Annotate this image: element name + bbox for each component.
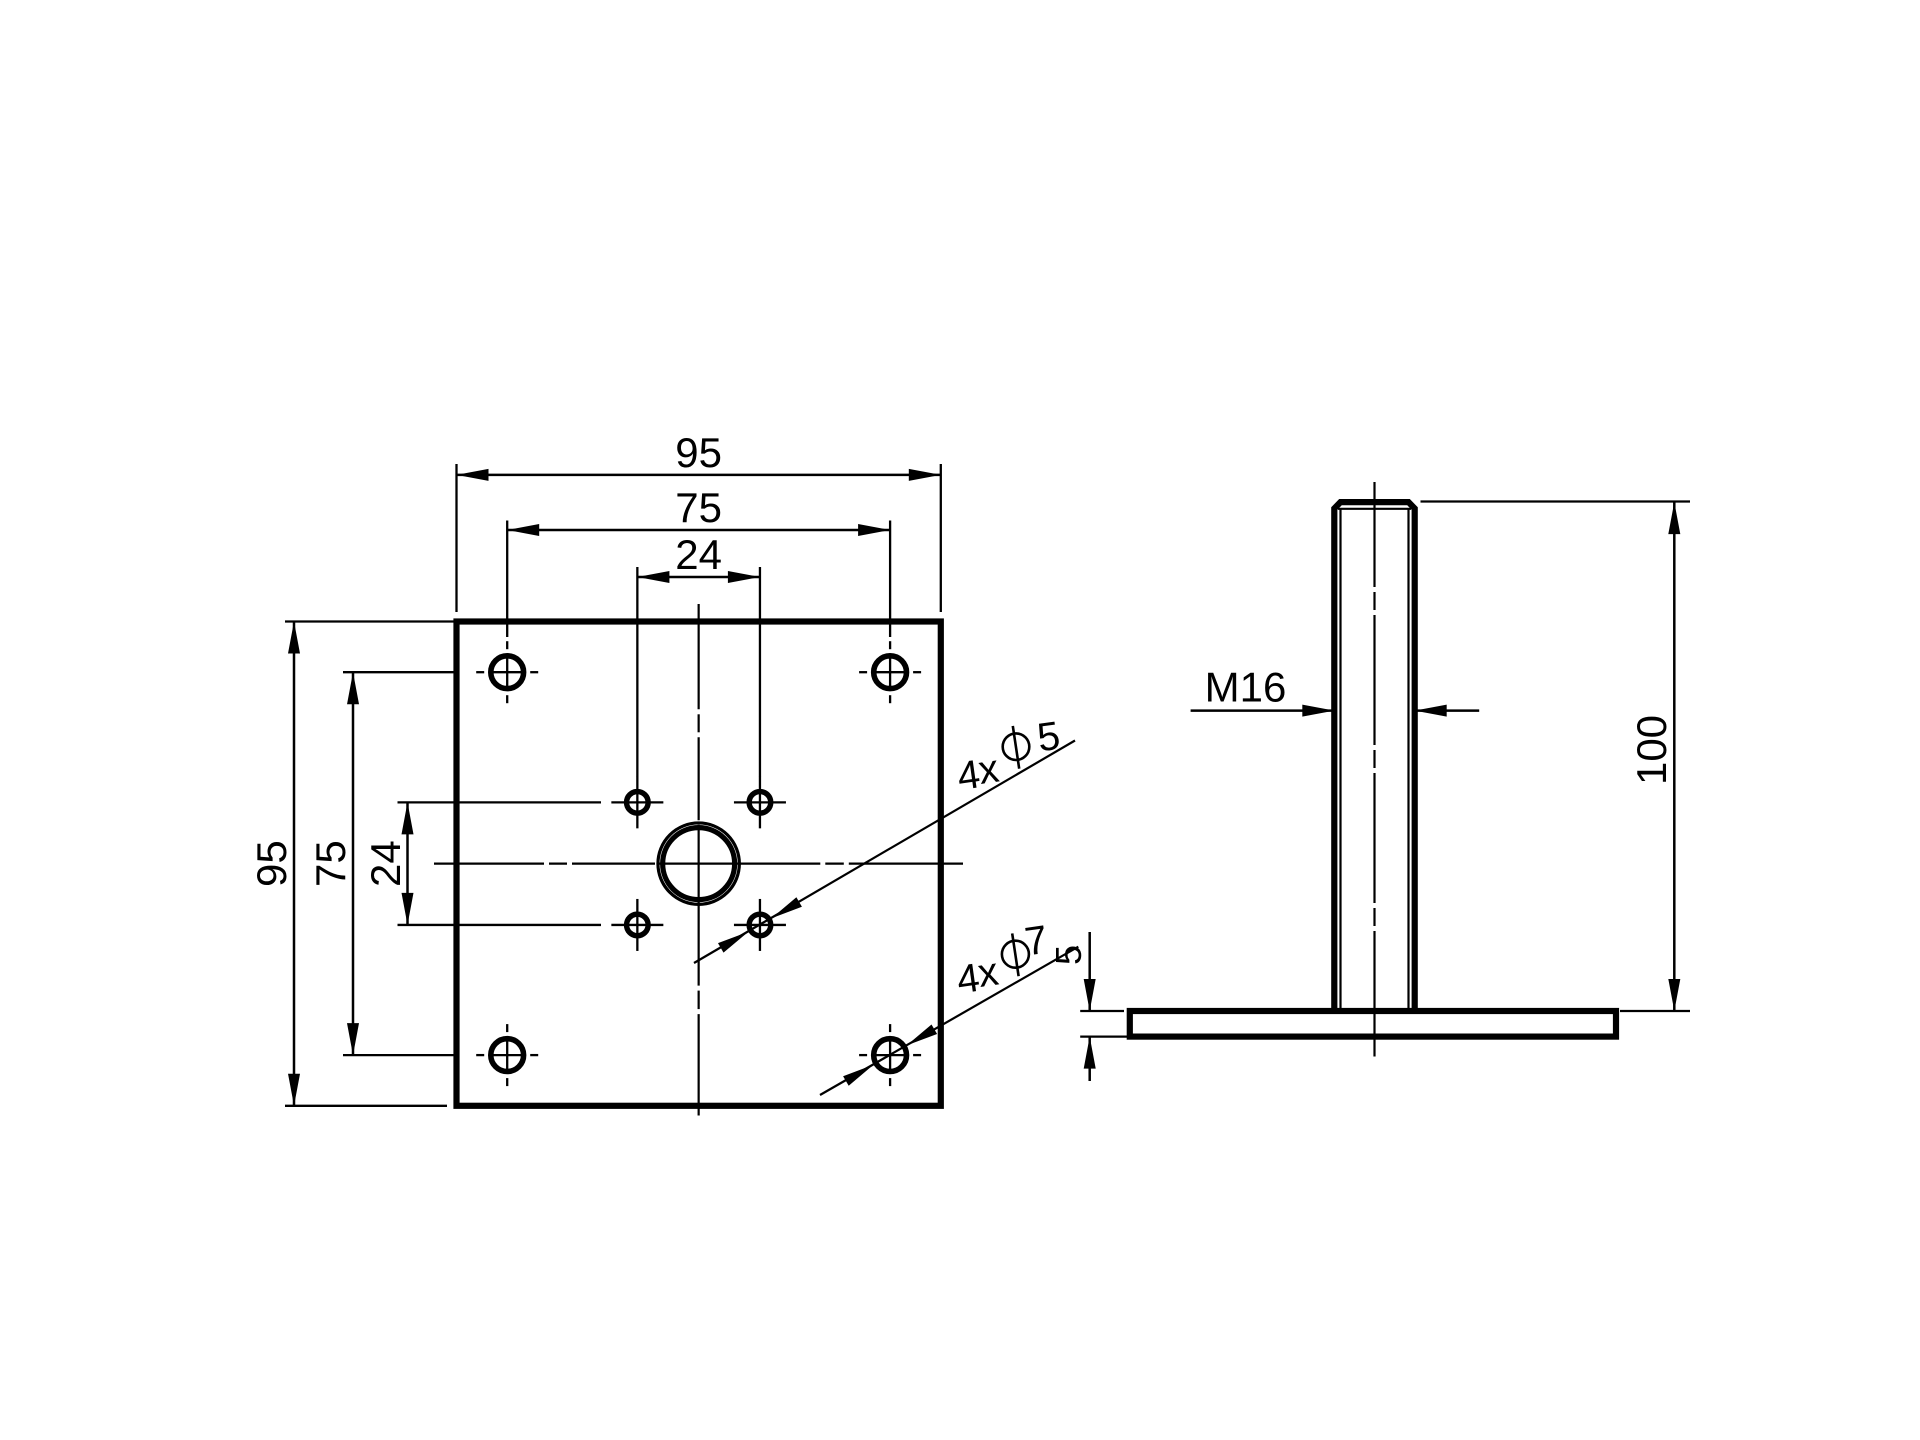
svg-text:100: 100 [1628, 715, 1675, 785]
svg-text:M16: M16 [1205, 664, 1287, 711]
svg-text:95: 95 [675, 429, 722, 476]
svg-text:5: 5 [1048, 945, 1089, 965]
svg-text:75: 75 [307, 840, 354, 887]
svg-text:95: 95 [248, 840, 295, 887]
svg-text:75: 75 [675, 484, 722, 531]
svg-text:24: 24 [362, 840, 409, 887]
svg-text:24: 24 [675, 531, 722, 578]
